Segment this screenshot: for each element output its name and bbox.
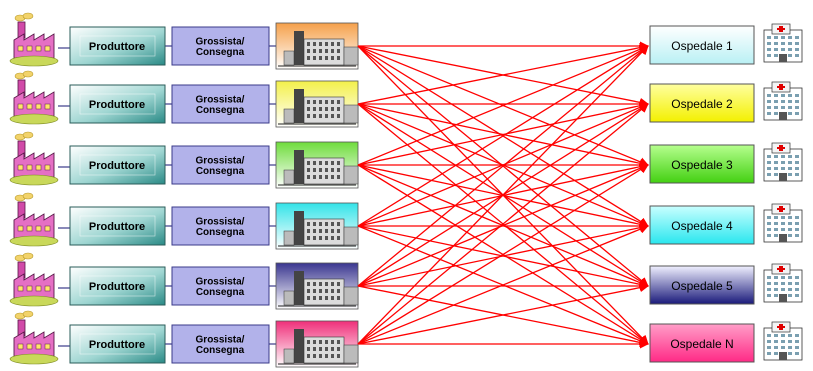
delivery-arrow bbox=[357, 45, 649, 227]
producer-box bbox=[69, 84, 166, 124]
factory-icon bbox=[9, 192, 59, 247]
delivery-arrow bbox=[357, 224, 649, 345]
wholesaler-box bbox=[171, 26, 270, 66]
delivery-arrow bbox=[357, 45, 649, 345]
factory-icon bbox=[9, 252, 59, 307]
hospital-label: Ospedale 3 bbox=[671, 158, 733, 172]
wholesaler-label: Grossista/Consegna bbox=[196, 277, 245, 299]
delivery-arrow bbox=[357, 103, 649, 345]
wholesaler-box bbox=[171, 206, 270, 246]
warehouse-icon bbox=[275, 320, 359, 368]
producer-label: Produttore bbox=[89, 41, 145, 53]
hospital-row: Ospedale 4 bbox=[649, 203, 803, 245]
delivery-arrow bbox=[357, 101, 649, 166]
warehouse-icon bbox=[275, 141, 359, 189]
hospital-icon bbox=[763, 81, 803, 121]
producer-label: Produttore bbox=[89, 221, 145, 233]
producer-box bbox=[69, 324, 166, 364]
hospital-row: Ospedale 1 bbox=[649, 23, 803, 65]
producer-row: Produttore Grossista/Consegna bbox=[9, 70, 359, 128]
warehouse-icon bbox=[275, 262, 359, 310]
hospital-box bbox=[649, 144, 755, 184]
producer-row: Produttore Grossista/Consegna bbox=[9, 310, 359, 368]
factory-icon bbox=[9, 310, 59, 365]
wholesaler-box bbox=[171, 324, 270, 364]
hospital-box bbox=[649, 25, 755, 65]
hospital-label: Ospedale 4 bbox=[671, 219, 733, 233]
producer-label: Produttore bbox=[89, 339, 145, 351]
wholesaler-box bbox=[171, 84, 270, 124]
wholesaler-label: Grossista/Consegna bbox=[196, 37, 245, 59]
hospital-box bbox=[649, 205, 755, 245]
warehouse-icon bbox=[275, 22, 359, 70]
hospital-row: Ospedale 5 bbox=[649, 263, 803, 305]
hospital-row: Ospedale N bbox=[649, 321, 803, 363]
delivery-arrow bbox=[357, 45, 649, 287]
warehouse-icon bbox=[275, 202, 359, 250]
producer-label: Produttore bbox=[89, 160, 145, 172]
producer-box bbox=[69, 26, 166, 66]
factory-icon bbox=[9, 70, 59, 125]
producer-label: Produttore bbox=[89, 99, 145, 111]
hospital-row: Ospedale 3 bbox=[649, 142, 803, 184]
hospital-icon bbox=[763, 263, 803, 303]
hospital-icon bbox=[763, 142, 803, 182]
hospital-box bbox=[649, 323, 755, 363]
wholesaler-label: Grossista/Consegna bbox=[196, 156, 245, 178]
delivery-arrow bbox=[357, 163, 649, 287]
hospital-box bbox=[649, 265, 755, 305]
delivery-arrow bbox=[357, 43, 649, 105]
hospital-label: Ospedale 2 bbox=[671, 97, 733, 111]
delivery-arrow bbox=[357, 44, 649, 166]
hospital-label: Ospedale 1 bbox=[671, 39, 733, 53]
hospital-icon bbox=[763, 321, 803, 361]
delivery-arrow bbox=[357, 164, 649, 345]
wholesaler-box bbox=[171, 145, 270, 185]
producer-label: Produttore bbox=[89, 281, 145, 293]
wholesaler-box bbox=[171, 266, 270, 306]
hospital-icon bbox=[763, 203, 803, 243]
factory-icon bbox=[9, 131, 59, 186]
hospital-row: Ospedale 2 bbox=[649, 81, 803, 123]
wholesaler-label: Grossista/Consegna bbox=[196, 335, 245, 357]
factory-icon bbox=[9, 12, 59, 67]
warehouse-icon bbox=[275, 80, 359, 128]
producer-row: Produttore Grossista/Consegna bbox=[9, 131, 359, 189]
producer-box bbox=[69, 266, 166, 306]
hospital-label: Ospedale 5 bbox=[671, 279, 733, 293]
hospital-box bbox=[649, 83, 755, 123]
producer-row: Produttore Grossista/Consegna bbox=[9, 12, 359, 70]
delivery-arrow bbox=[357, 283, 649, 345]
producer-box bbox=[69, 145, 166, 185]
hospital-icon bbox=[763, 23, 803, 63]
delivery-arrow bbox=[357, 102, 649, 227]
delivery-arrow bbox=[357, 223, 649, 287]
producer-row: Produttore Grossista/Consegna bbox=[9, 192, 359, 250]
producer-row: Produttore Grossista/Consegna bbox=[9, 252, 359, 310]
wholesaler-label: Grossista/Consegna bbox=[196, 217, 245, 239]
wholesaler-label: Grossista/Consegna bbox=[196, 95, 245, 117]
hospital-label: Ospedale N bbox=[670, 337, 733, 351]
producer-box bbox=[69, 206, 166, 246]
